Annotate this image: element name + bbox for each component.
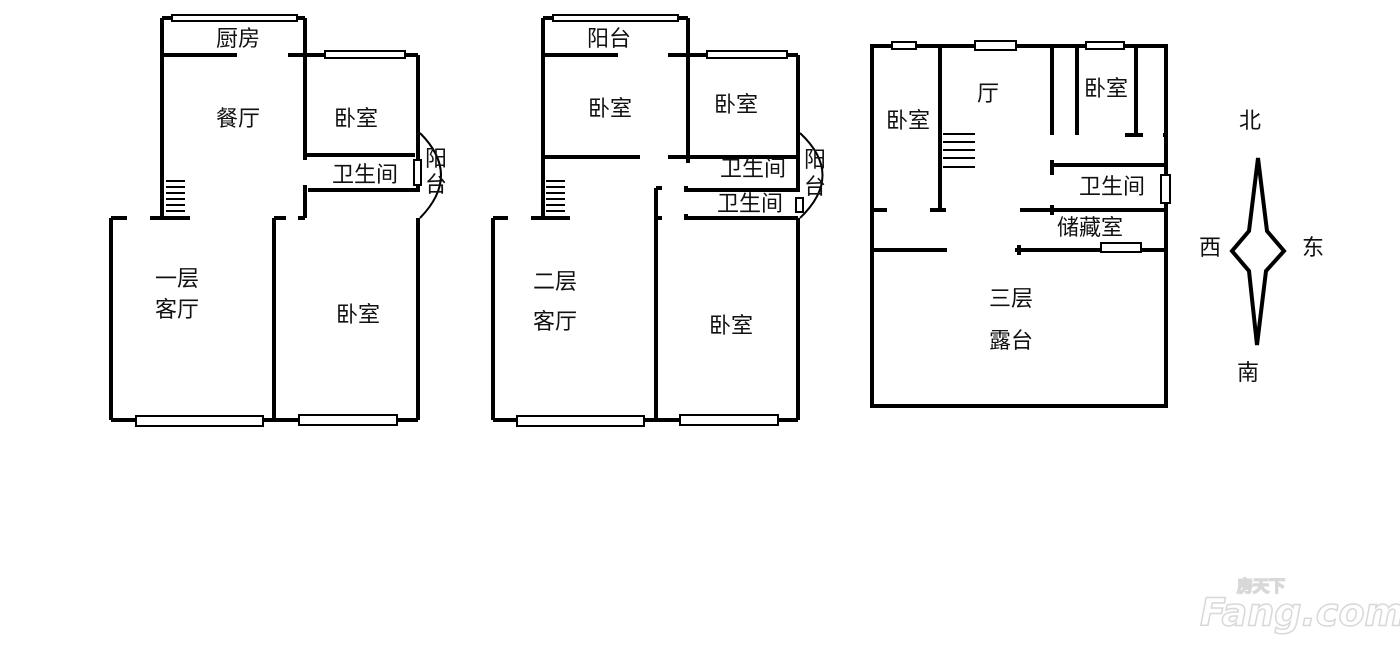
compass-north: 北 [1239,109,1261,134]
floor-label: 三层 [989,287,1033,312]
room-label: 客厅 [533,310,577,335]
floor-2-plan: 阳台 卧室 卧室 卫生间 卫生间 阳 台 二层 客厅 卧室 [491,14,826,427]
room-label: 卫生间 [1079,175,1145,200]
room-label: 储藏室 [1057,216,1123,241]
room-label: 卧室 [886,109,930,134]
room-label: 卧室 [714,93,758,118]
walls [870,44,1168,408]
watermark-logo: 房天下 Fang.com [1199,576,1400,636]
room-label: 卧室 [588,97,632,122]
window [1160,174,1171,204]
room-label: 客厅 [155,298,199,323]
window [891,41,917,50]
room-label: 厨房 [216,27,260,52]
window [413,159,422,186]
room-label: 卫生间 [717,192,783,217]
window [679,414,779,426]
compass-east: 东 [1302,236,1324,261]
room-label: 厅 [977,82,999,107]
room-label: 餐厅 [216,107,260,132]
compass-west: 西 [1199,236,1221,261]
walls [109,16,420,422]
window [171,14,298,22]
window [1085,41,1125,50]
room-label: 卧室 [1084,77,1128,102]
window [135,415,264,427]
stairs-icon [546,180,565,212]
compass-south: 南 [1237,361,1259,386]
window [324,50,406,59]
room-label: 卧室 [334,107,378,132]
balcony-arc [419,132,442,219]
room-label: 阳台 [587,27,631,52]
svg-text:Fang.com: Fang.com [1200,591,1400,635]
window [298,414,398,426]
room-label: 台 [425,173,447,198]
stairs-icon [166,180,185,212]
window [706,50,788,59]
stairs-icon [943,133,975,168]
floor-label: 一层 [155,267,199,292]
window [516,415,645,427]
floor-3-plan: 卧室 厅 卧室 卫生间 储藏室 三层 露台 [870,40,1171,408]
window [552,14,679,22]
walls [491,16,800,422]
window [974,40,1017,51]
room-label: 卫生间 [720,157,786,182]
room-label: 台 [804,175,826,200]
room-label: 阳 [425,147,447,172]
balcony-arc [799,132,824,219]
window [1100,242,1142,253]
room-label: 阳 [804,148,826,173]
window [795,197,804,213]
room-label: 卧室 [336,303,380,328]
room-label: 卧室 [709,314,753,339]
floor-label: 二层 [533,270,577,295]
floor-1-plan: 厨房 餐厅 卧室 卫生间 阳 台 一层 客厅 卧室 [109,14,447,427]
svg-text:房天下: 房天下 [1237,577,1285,596]
room-label: 卫生间 [332,163,398,188]
room-label: 露台 [989,329,1033,354]
compass: 北 西 东 南 [1199,109,1324,386]
compass-rose-icon [1229,157,1287,346]
